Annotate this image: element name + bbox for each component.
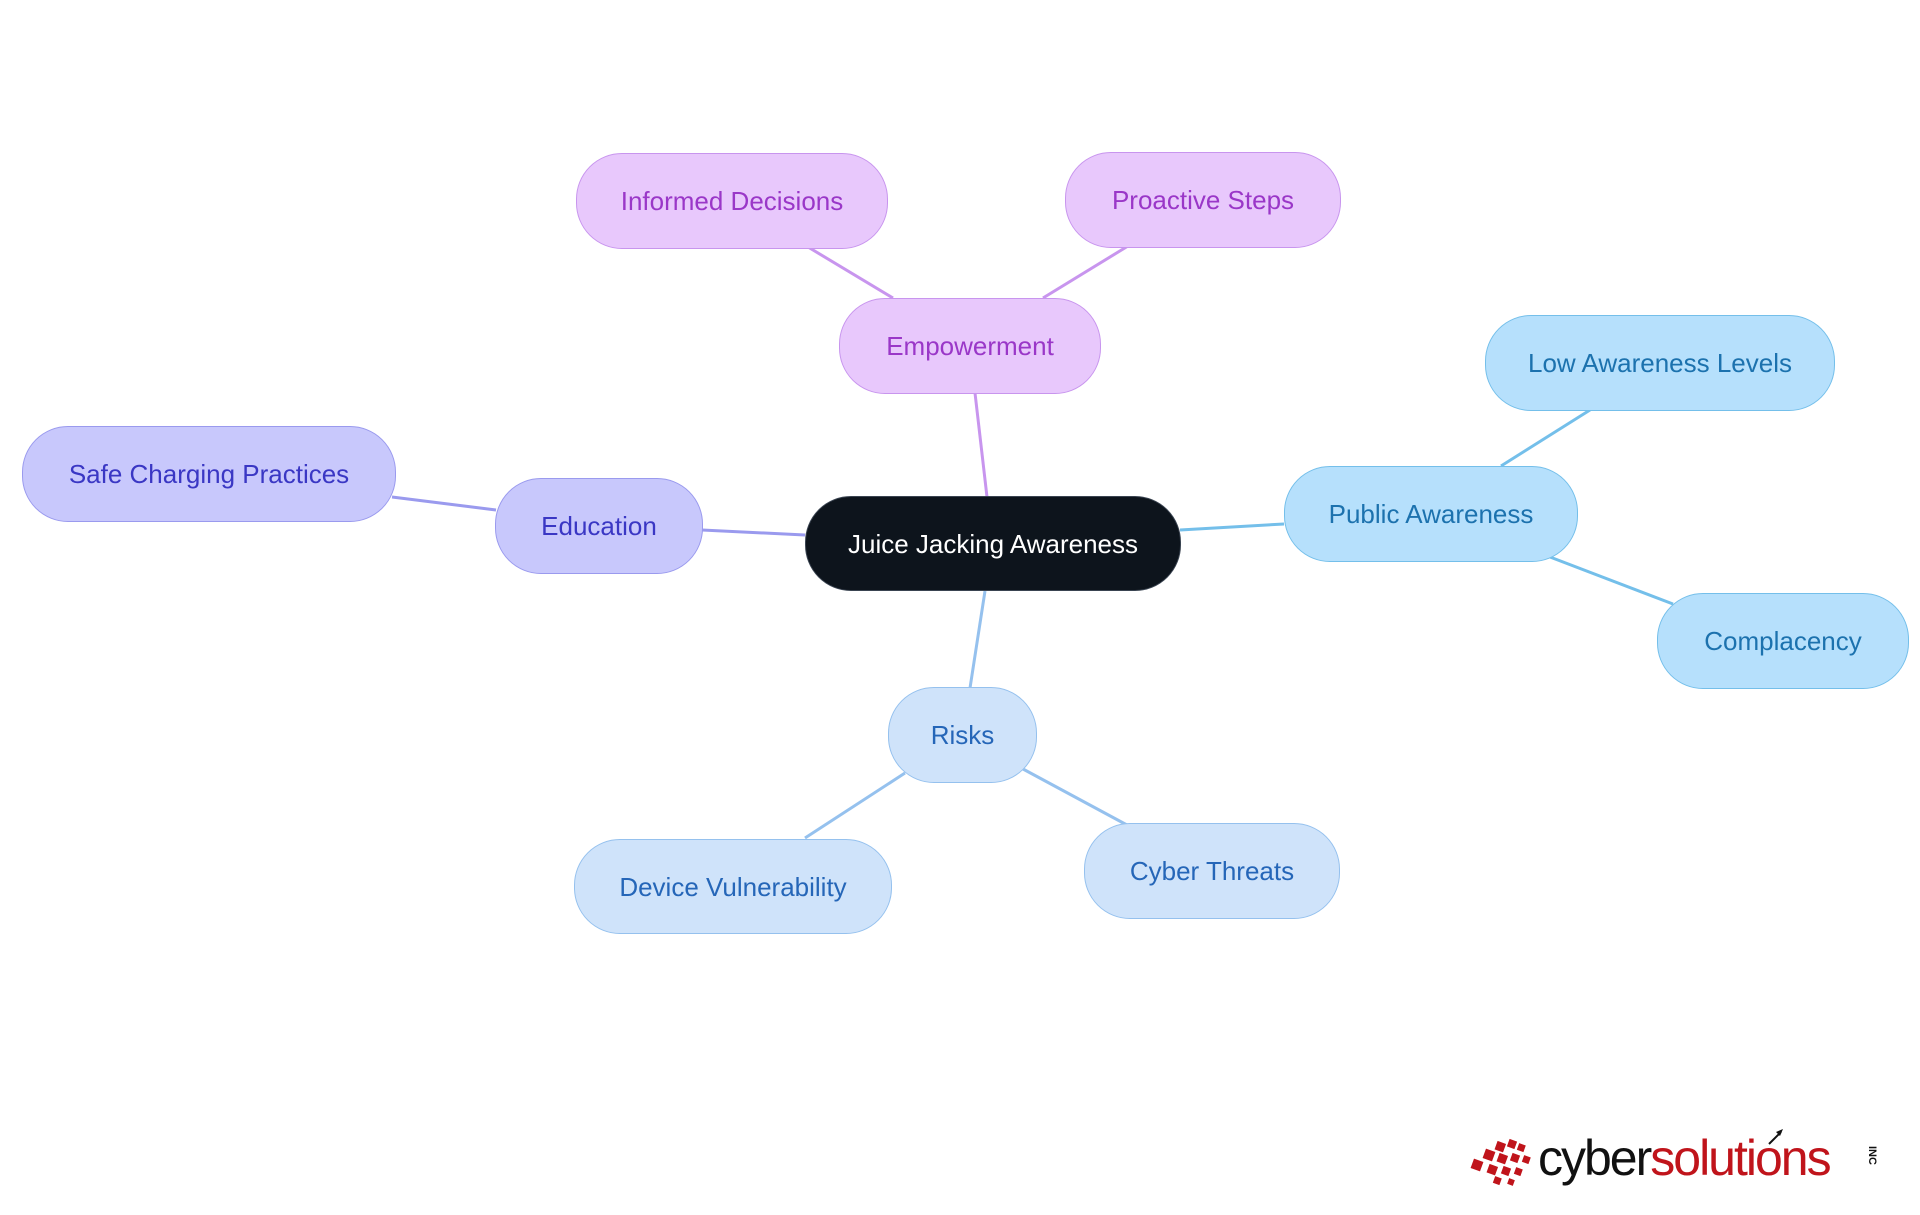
edge-root-public [1179,522,1285,532]
node-safe-charging-practices: Safe Charging Practices [22,426,396,522]
node-proactive-steps: Proactive Steps [1065,152,1341,248]
node-informed-decisions: Informed Decisions [576,153,888,249]
edge-public-low [1500,408,1591,468]
edge-risks-cyber [1022,767,1128,827]
node-education: Education [495,478,703,574]
node-risks: Risks [888,687,1037,783]
logo-mark-icon [1470,1138,1531,1186]
logo-suffix-inc: INC [1866,1146,1878,1165]
node-public-awareness: Public Awareness [1284,466,1578,562]
node-device-vulnerability: Device Vulnerability [574,839,892,934]
logo-arrow-icon [1768,1129,1783,1145]
node-complacency: Complacency [1657,593,1909,689]
edge-empowerment-proactive [1042,244,1129,300]
edge-root-empowerment [973,392,989,498]
node-empowerment: Empowerment [839,298,1101,394]
edge-root-risks [968,590,987,689]
node-low-awareness-levels: Low Awareness Levels [1485,315,1835,411]
logo-text-solutions: solutions [1650,1130,1831,1186]
edge-empowerment-informed [807,245,894,300]
logo-wordmark: cybersolutions [1538,1128,1832,1188]
edge-root-education [701,528,806,537]
edge-education-safe [391,495,497,512]
edge-risks-device [804,771,906,840]
logo-text-cyber: cyber [1538,1130,1652,1186]
edge-public-complacency [1549,555,1674,606]
node-root: Juice Jacking Awareness [805,496,1181,591]
cybersolutions-logo: cybersolutions INC [1468,1128,1888,1188]
node-cyber-threats: Cyber Threats [1084,823,1340,919]
